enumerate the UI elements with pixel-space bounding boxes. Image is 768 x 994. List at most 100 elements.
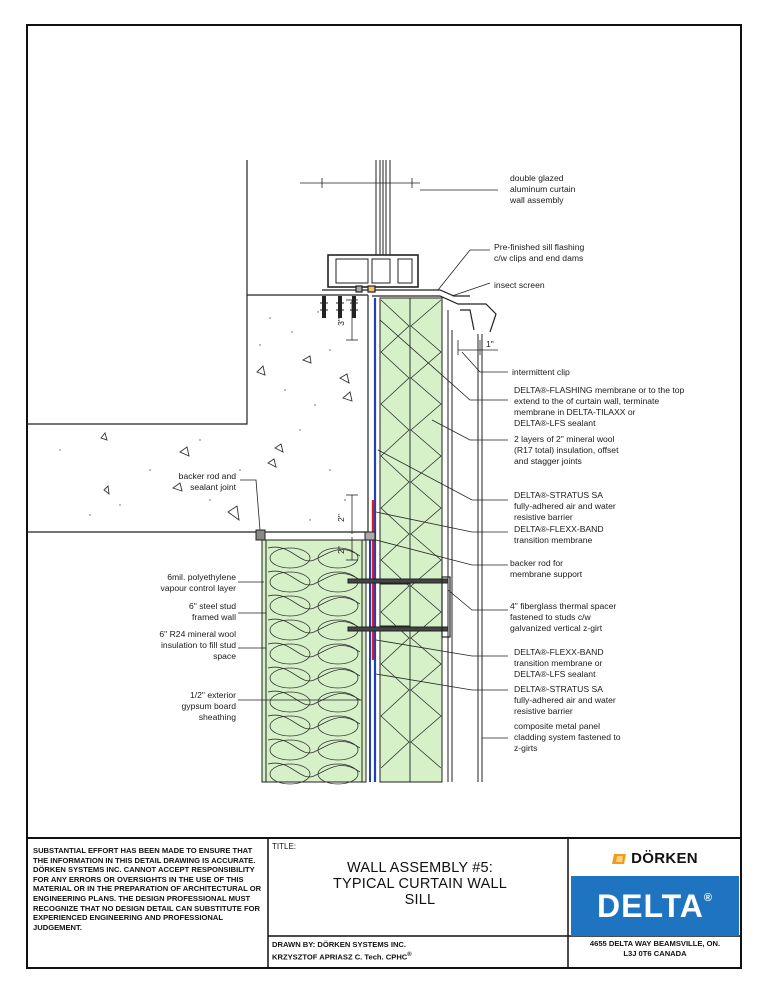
dorken-wordmark: DÖRKEN	[631, 850, 698, 867]
leader-lines	[238, 189, 508, 739]
label-stratus-top-l1: DELTA®-STRATUS SA	[514, 490, 603, 500]
batt-loop	[317, 547, 359, 569]
label-flexx-band-bottom-l3: DELTA®-LFS sealant	[514, 669, 596, 679]
title-line-2: TYPICAL CURTAIN WALL	[332, 876, 507, 892]
page-title: WALL ASSEMBLY #5: TYPICAL CURTAIN WALL S…	[272, 860, 568, 908]
dorken-logo: DÖRKEN	[570, 842, 740, 875]
label-flexx-band-bottom-l2: transition membrane or	[514, 658, 603, 668]
dimension-1in: 1"	[486, 339, 494, 349]
concrete-aggregate	[100, 355, 353, 521]
label-flexx-band-top-l1: DELTA®-FLEXX-BAND	[514, 524, 604, 534]
title-label: TITLE:	[272, 842, 297, 851]
label-flexx-band-bottom-l1: DELTA®-FLEXX-BAND	[514, 647, 604, 657]
label-stratus-top-l3: resistive barrier	[514, 512, 573, 522]
batt-loop	[269, 643, 311, 665]
label-metal-panel-l1: composite metal panel	[514, 721, 600, 731]
label-intermittent-clip-l1: intermittent clip	[512, 367, 570, 377]
concrete-slab	[27, 160, 369, 533]
label-metal-panel-l2: cladding system fastened to	[514, 732, 621, 742]
label-stratus-bottom-l1: DELTA®-STRATUS SA	[514, 684, 603, 694]
batt-loop	[269, 619, 311, 641]
label-mineral-wool-l2: (R17 total) insulation, offset	[514, 445, 619, 455]
label-insect-screen-l1: insect screen	[494, 280, 545, 290]
label-intermittent-clip: intermittent clip	[512, 367, 570, 377]
label-flashing-membrane-l4: DELTA®-LFS sealant	[514, 418, 596, 428]
title-block-grid	[27, 837, 741, 968]
label-sill-flashing-l1: Pre-finished sill flashing	[494, 242, 584, 252]
address-line-1: 4655 DELTA WAY BEAMSVILLE, ON.	[589, 939, 721, 948]
batt-loop	[269, 763, 311, 785]
dimension-3in: 3"	[336, 318, 346, 326]
exterior-insulation	[379, 297, 483, 783]
batt-loop	[317, 667, 359, 689]
label-r24-wool-l1: 6" R24 mineral wool	[159, 629, 236, 639]
batt-loop	[269, 691, 311, 713]
label-curtain-wall-l2: aluminum curtain	[510, 184, 576, 194]
label-poly-vapour-l2: vapour control layer	[161, 583, 237, 593]
label-r24-wool-l2: insulation to fill stud	[161, 640, 236, 650]
batt-loop	[317, 595, 359, 617]
label-flashing-membrane-l3: membrane in DELTA-TILAXX or	[514, 407, 636, 417]
batt-loop	[269, 595, 311, 617]
label-insect-screen: insect screen	[494, 280, 545, 290]
drawn-by-company: DRAWN BY: DÖRKEN SYSTEMS INC.	[272, 940, 407, 949]
label-poly-vapour-l1: 6mil. polyethylene	[167, 572, 236, 582]
label-backer-rod-sealant-l2: sealant joint	[190, 482, 236, 492]
batt-loop	[317, 763, 359, 785]
dimension-lines	[300, 178, 498, 561]
disclaimer-text: SUBSTANTIAL EFFORT HAS BEEN MADE TO ENSU…	[33, 846, 262, 932]
drafter-mark: ®	[407, 952, 412, 958]
sill-flashing	[322, 285, 497, 333]
title-line-3: SILL	[404, 892, 436, 908]
batt-loop	[317, 715, 359, 737]
sill-anchors	[320, 296, 358, 318]
label-flexx-band-top-l2: transition membrane	[514, 535, 593, 545]
dimension-2in-upper: 2"	[336, 514, 346, 522]
batt-loop	[269, 715, 311, 737]
label-flashing-membrane-l2: extend to the of curtain wall, terminate	[514, 396, 659, 406]
label-steel-stud-l1: 6" steel stud	[189, 601, 236, 611]
label-gypsum-l3: sheathing	[199, 712, 236, 722]
drawing-border	[26, 24, 742, 969]
label-stratus-bottom-l3: resistive barrier	[514, 706, 573, 716]
delta-logo: DELTA®	[571, 876, 739, 936]
label-curtain-wall-l1: double glazed	[510, 173, 564, 183]
label-gypsum-l1: 1/2" exterior	[190, 690, 236, 700]
batt-loop	[269, 739, 311, 761]
dorken-mark-icon	[612, 853, 627, 864]
batt-loop	[269, 667, 311, 689]
curtain-wall-mullion	[327, 160, 419, 288]
thermal-spacers	[347, 576, 451, 638]
label-r24-wool-l3: space	[213, 651, 236, 661]
stud-wall	[255, 529, 376, 785]
drafter-name: KRZYSZTOF APRIASZ C. Tech. CPHC	[272, 952, 408, 962]
label-gypsum-l2: gypsum board	[182, 701, 237, 711]
label-stratus-bottom-l2: fully-adhered air and water	[514, 695, 616, 705]
label-mineral-wool-l3: and stagger joints	[514, 456, 582, 466]
batt-loop	[269, 571, 311, 593]
label-mineral-wool: 2 layers of 2" mineral wool(R17 total) i…	[514, 434, 619, 466]
delta-wordmark: DELTA®	[597, 888, 713, 925]
label-thermal-spacer-l1: 4" fiberglass thermal spacer	[510, 601, 616, 611]
batt-loop	[317, 643, 359, 665]
delta-mark: ®	[703, 891, 713, 904]
label-backer-rod-sealant-l1: backer rod and	[179, 471, 237, 481]
label-sill-flashing-l2: c/w clips and end dams	[494, 253, 583, 263]
label-flashing-membrane-l1: DELTA®-FLASHING membrane or to the top	[514, 385, 685, 395]
label-backer-rod-support-l1: backer rod for	[510, 558, 563, 568]
address-line-2: L3J 0T6 CANADA	[623, 949, 687, 958]
batt-loop	[269, 547, 311, 569]
label-steel-stud-l2: framed wall	[192, 612, 236, 622]
